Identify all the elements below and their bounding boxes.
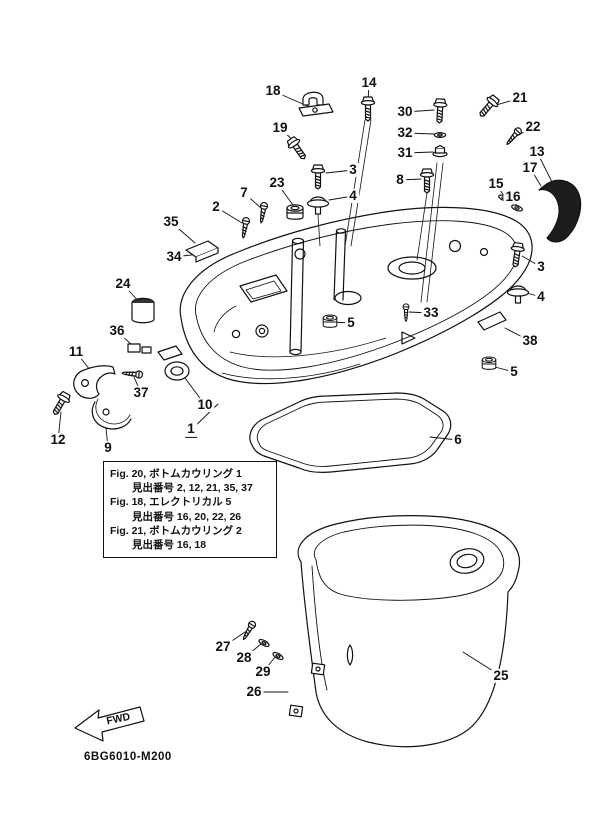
part-number-label: 5 [345,314,357,331]
part-number-label: 17 [520,159,540,176]
part-number-label: 27 [213,638,233,655]
reference-note-box: Fig. 20, ボトムカウリング 1 見出番号 2, 12, 21, 35, … [103,461,277,559]
grip-handle [538,179,582,243]
part-number-label: 4 [347,187,359,204]
part-number-label: 5 [508,363,520,380]
part-number-label: 33 [421,304,441,321]
cowling-hole [449,548,485,574]
fwd-arrow-label: FWD [105,711,131,728]
part-number-label: 13 [527,143,547,160]
lower-cowling [288,515,520,748]
part-number-label: 35 [161,213,181,230]
part-number-label: 21 [510,89,530,106]
part-number-label: 12 [48,431,68,448]
reference-line: Fig. 18, エレクトリカル 5 [110,496,232,509]
part-number-label: 4 [535,288,547,305]
part-number-label: 15 [486,175,506,192]
part-number-label: 32 [395,124,415,141]
edge-clamp [310,662,326,676]
part-number-label: 18 [263,82,283,99]
part-number-label: 3 [347,161,359,178]
part-number-label: 29 [253,663,273,680]
part-number-label: 1 [185,421,197,439]
drawing-code: 6BG6010-M200 [84,751,172,763]
part-number-label: 3 [535,258,547,275]
part-number-label: 8 [394,171,406,188]
top-clamp [298,91,334,117]
part-number-label: 11 [66,343,86,360]
part-number-label: 16 [503,188,523,205]
part-number-label: 38 [520,332,540,349]
stud-guide-lines [317,119,444,303]
part-number-label: 7 [238,184,250,201]
part-number-label: 19 [270,119,290,136]
part-number-label: 30 [395,103,415,120]
part-number-label: 28 [234,649,254,666]
clamp-plate [127,343,141,353]
fwd-arrow: FWD [74,706,145,742]
gasket-ring [249,392,452,473]
part-number-label: 6 [452,431,464,448]
part-number-label: 26 [244,683,264,700]
reference-line: Fig. 20, ボトムカウリング 1 [110,468,242,480]
part-number-label: 14 [359,74,379,91]
part-number-label: 31 [395,144,415,161]
part-number-label: 23 [267,174,287,191]
reference-line: 見出番号 16, 20, 22, 26 [132,510,242,523]
part-number-label: 36 [107,322,127,339]
part-number-label: 24 [113,275,133,292]
hook-bracket [73,365,132,430]
part-number-label: 37 [131,384,151,401]
part-number-label: 25 [491,667,511,684]
drain-slot [346,644,354,666]
part-number-label: 22 [523,118,543,135]
reference-line: 見出番号 16, 18 [132,538,207,551]
part-number-label: 2 [210,198,222,215]
rim-tab [477,311,507,331]
pennant-marker [401,331,416,345]
reference-line: Fig. 21, ボトムカウリング 2 [110,524,242,537]
part-number-label: 34 [164,248,184,265]
part-number-label: 9 [102,439,114,456]
edge-clamp [288,704,304,718]
reference-line: 見出番号 2, 12, 21, 35, 37 [132,482,253,495]
part-number-label: 10 [195,396,215,413]
